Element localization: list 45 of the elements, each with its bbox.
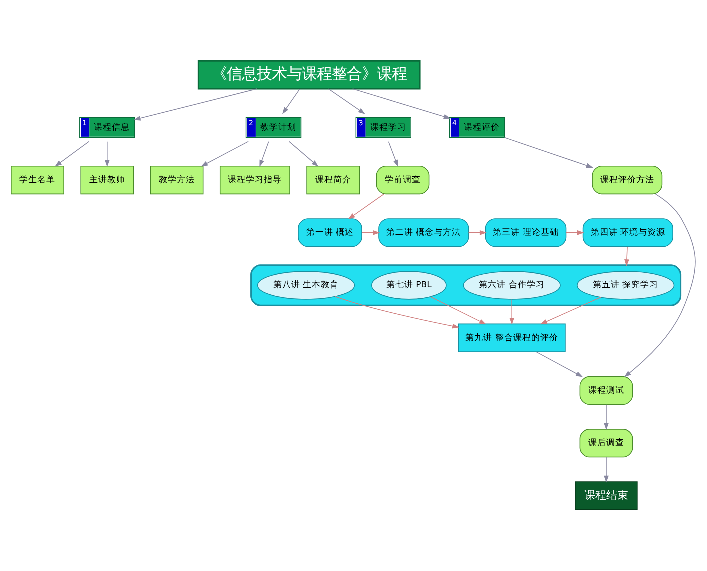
node-box: 课程结束 (575, 482, 638, 510)
node-ellipse: 第八讲 生本教育 (257, 271, 356, 300)
arrow (430, 296, 486, 325)
arrow (510, 299, 515, 326)
arrow (334, 296, 460, 329)
node-box: 第四讲 环境与资源 (582, 218, 674, 248)
node-box: 第九讲 整合课程的评价 (458, 324, 566, 352)
arrow (282, 88, 300, 114)
arrow (540, 297, 602, 325)
arrow (54, 141, 90, 167)
arrow (504, 137, 594, 168)
node-box: 第一讲 概述 (298, 218, 362, 248)
arrow (362, 230, 380, 236)
node-box: 主讲教师 (80, 166, 134, 195)
node-ellipse: 第七讲 PBL (371, 271, 447, 300)
arrow (624, 246, 630, 267)
arrow (260, 141, 270, 168)
node-box: 学前调查 (376, 166, 430, 195)
arrow (289, 141, 319, 167)
node-ellipse: 第六讲 合作学习 (463, 271, 561, 300)
node-box: 课程学习指导 (220, 166, 290, 195)
node-box: 《信息技术与课程整合》课程 (198, 60, 421, 90)
node-box: 课程测试 (580, 376, 634, 406)
arrow (566, 230, 584, 236)
arrow (352, 88, 451, 120)
arrow (536, 352, 584, 378)
arrow (624, 194, 696, 378)
cluster (250, 264, 682, 306)
arrow (348, 194, 384, 220)
arrow (134, 88, 258, 121)
node-box: 教学方法 (150, 166, 204, 195)
node-box: 课程评价方法 (592, 166, 663, 195)
arrow (388, 141, 398, 168)
node-box: 第二讲 概念与方法 (378, 218, 470, 248)
node-box: 课程简介 (306, 166, 360, 195)
arrow (604, 404, 609, 430)
arrow (201, 141, 249, 167)
arrow (104, 141, 110, 168)
node-box: 第三讲 理论基础 (485, 218, 567, 248)
node-box: 课后调查 (580, 429, 634, 458)
node-ellipse: 第五讲 探究学习 (577, 271, 675, 300)
arrow (328, 88, 366, 114)
arrow (468, 230, 487, 236)
node-box: 学生名单 (11, 166, 64, 195)
arrow (604, 457, 609, 483)
